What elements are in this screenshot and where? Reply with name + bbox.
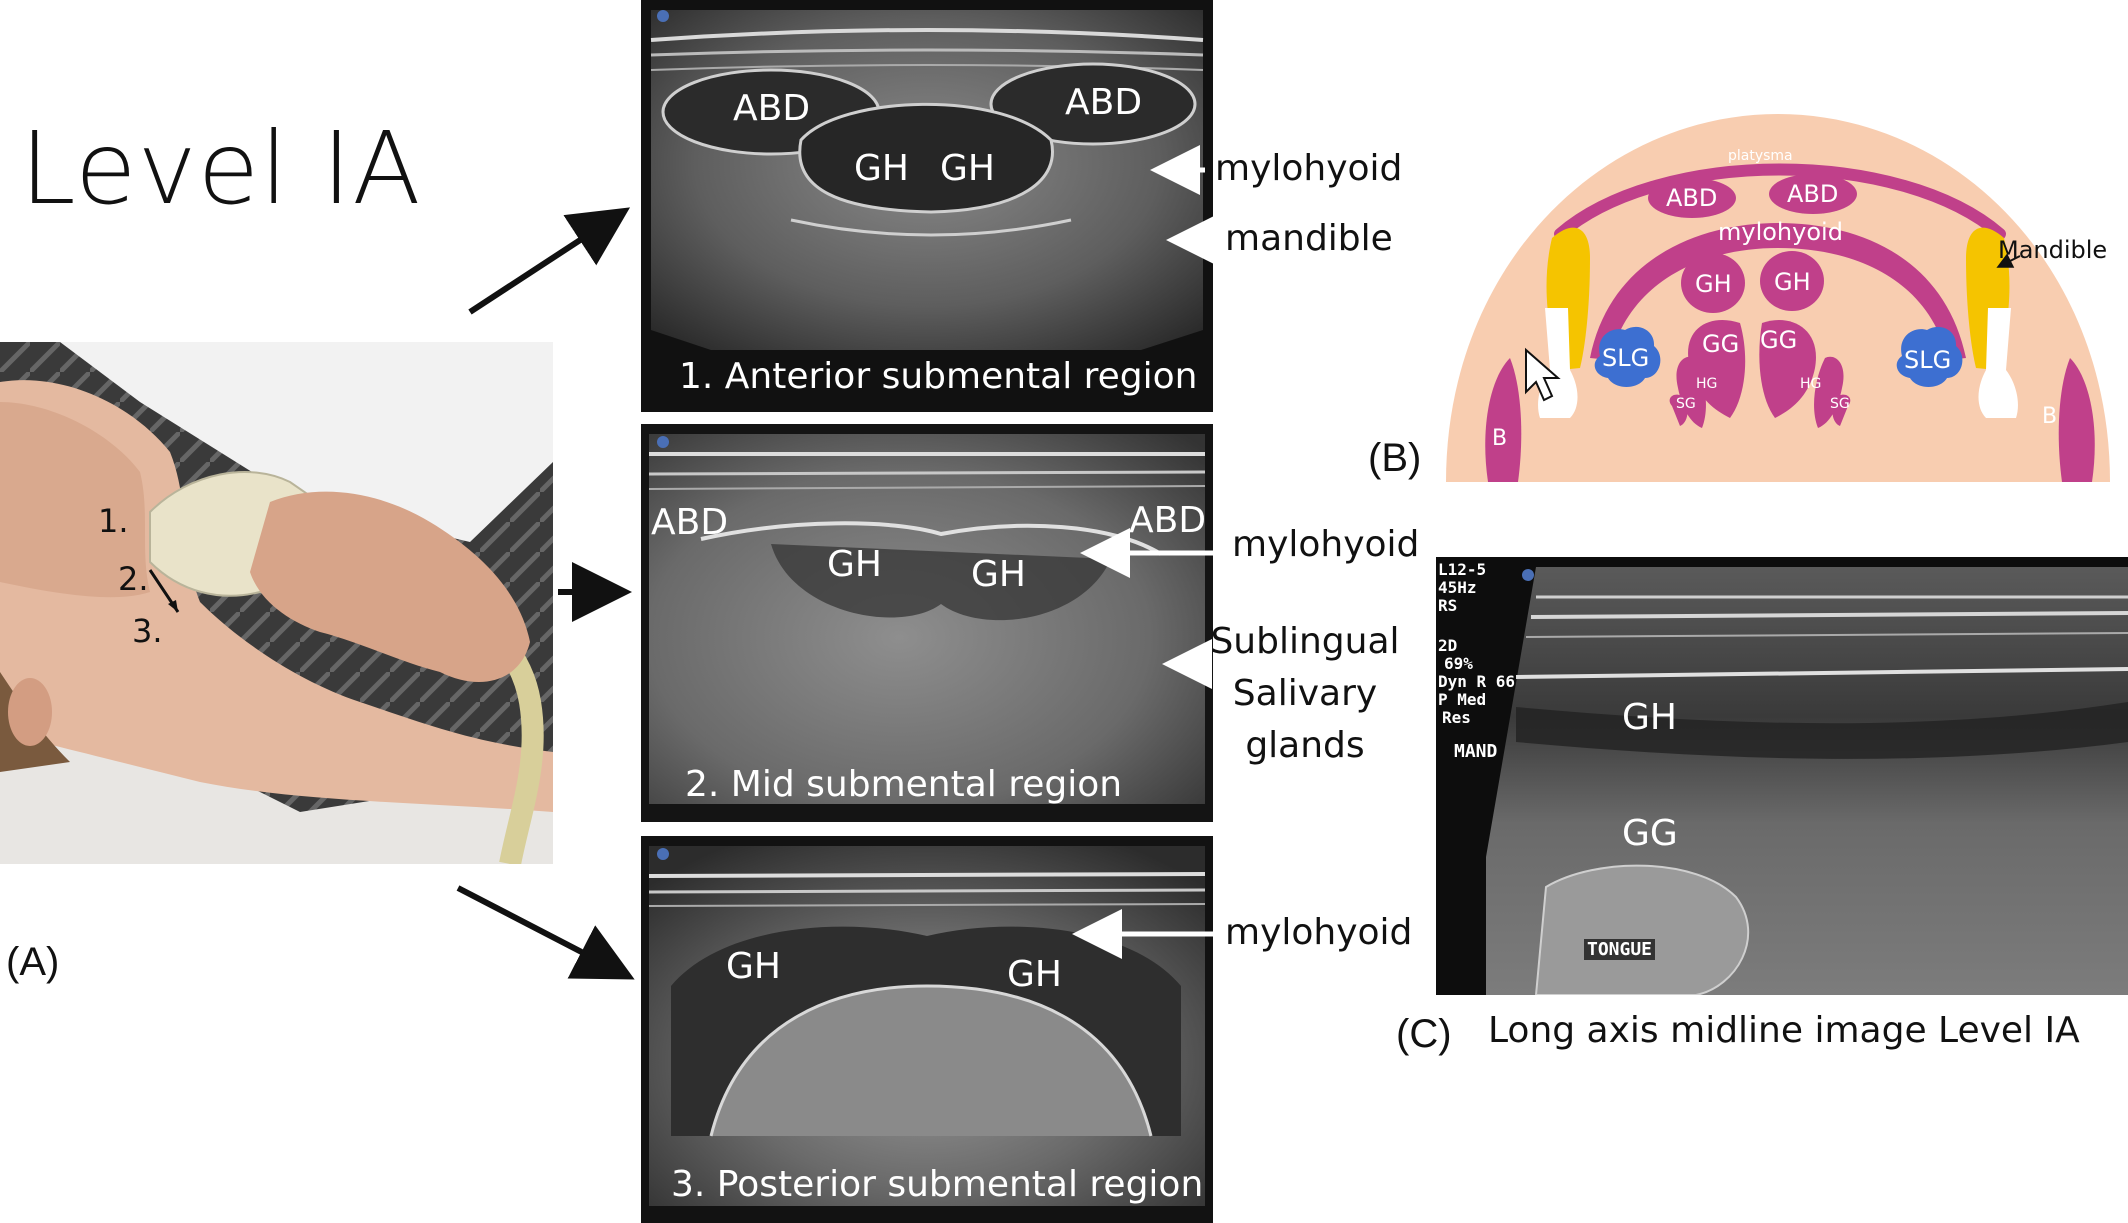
long-axis-tongue: TONGUE [1584,939,1656,960]
us1-label-gh-right: GH [940,148,995,189]
schem-abd-left: ABD [1666,184,1718,212]
schem-sg-left: SG [1676,396,1696,412]
scanner-power: P Med [1438,690,1487,709]
us3-label-gh-left: GH [726,946,781,987]
scanner-mode: 2D [1438,636,1458,655]
us2-annotation-mylohyoid: mylohyoid [1232,524,1420,565]
us2-label-abd-left: ABD [651,502,729,543]
schem-b-right: B [2042,404,2058,429]
long-axis-gh: GH [1622,697,1677,738]
marker-2: 2. [118,560,149,598]
panel-label-a: (A) [6,940,60,984]
schem-hg-left: HG [1696,376,1718,392]
scanner-readout: L12-5 45Hz RS 2D 69% Dyn R 66 P Med Res [1438,561,1515,727]
ultrasound-anterior: ABD ABD GH GH 1. Anterior submental regi… [641,0,1213,412]
us2-annotation-sublingual: Sublingual Salivary glands [1210,616,1400,772]
scanner-dynrange: Dyn R 66 [1438,672,1516,691]
panel-label-c: (C) [1396,1012,1452,1056]
schem-b-left: B [1492,426,1508,451]
us2-caption: 2. Mid submental region [685,764,1123,805]
us3-annotation-mylohyoid: mylohyoid [1225,912,1413,953]
us2-label-abd-right: ABD [1129,500,1207,541]
scanner-probe: L12-5 [1438,560,1487,579]
us2-annotation-line-2: Salivary [1232,673,1378,714]
us2-annotation-line-3: glands [1245,725,1365,766]
scanner-rs: RS [1438,596,1458,615]
schem-abd-right: ABD [1787,180,1839,208]
schem-hg-right: HG [1800,376,1822,392]
panel-label-b: (B) [1368,436,1422,480]
schem-sg-right: SG [1830,396,1850,412]
schem-slg-left: SLG [1602,344,1650,372]
ultrasound-mid: ABD ABD GH GH 2. Mid submental region [641,424,1213,822]
ultrasound-posterior: GH GH 3. Posterior submental region [641,836,1213,1223]
us1-label-gh-left: GH [854,148,909,189]
us3-caption: 3. Posterior submental region [671,1164,1204,1205]
us2-label-gh-left: GH [827,544,882,585]
scanner-res: Res [1442,708,1471,727]
anatomy-schematic: platysma ABD ABD mylohyoid GH GH GG GG S… [1440,108,2116,482]
us2-annotation-line-1: Sublingual [1210,621,1400,662]
us3-label-gh-right: GH [1007,954,1062,995]
scanner-gain: 69% [1444,654,1473,673]
us1-label-abd-left: ABD [733,88,811,129]
schem-platysma: platysma [1728,148,1793,164]
long-axis-mand: MAND [1454,741,1498,762]
us1-annotation-mandible: mandible [1225,218,1393,259]
scanner-framerate: 45Hz [1438,578,1477,597]
schem-gg-right: GG [1760,326,1798,354]
schem-gg-left: GG [1702,330,1740,358]
us1-label-abd-right: ABD [1065,82,1143,123]
schem-mandible: Mandible [1998,236,2108,264]
marker-1: 1. [98,502,129,540]
figure-title: Level IA [20,110,422,227]
marker-3: 3. [132,612,163,650]
us1-annotation-mylohyoid: mylohyoid [1215,148,1403,189]
long-axis-caption: Long axis midline image Level IA [1488,1010,2080,1051]
ultrasound-long-axis: L12-5 45Hz RS 2D 69% Dyn R 66 P Med Res … [1436,557,2128,995]
schem-gh-right: GH [1774,268,1811,296]
us2-label-gh-right: GH [971,554,1026,595]
patient-photo: 1. 2. 3. [0,342,553,864]
schem-mylohyoid: mylohyoid [1718,218,1843,246]
us1-caption: 1. Anterior submental region [679,356,1198,397]
schem-gh-left: GH [1695,270,1732,298]
schem-slg-right: SLG [1904,346,1952,374]
long-axis-gg: GG [1622,813,1678,854]
